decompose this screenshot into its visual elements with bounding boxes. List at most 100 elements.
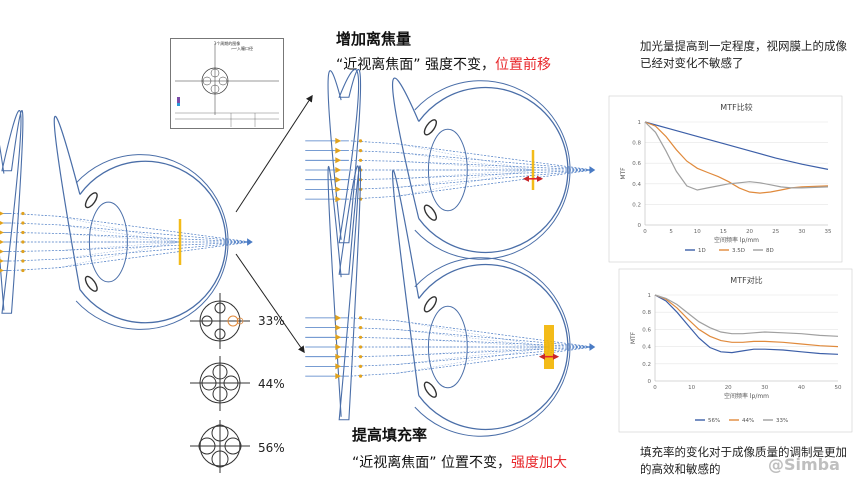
iris-bottom	[84, 275, 98, 292]
y-tick-label: 0.6	[642, 327, 651, 333]
pct-44: 44%	[258, 377, 285, 391]
ray-mid	[13, 213, 60, 217]
ray-mid	[350, 195, 398, 200]
x-axis-label: 空间频率 lp/mm	[714, 236, 759, 244]
iris-top	[423, 296, 438, 313]
ray-mid	[13, 250, 60, 252]
ray-arrowhead	[0, 268, 4, 273]
eye-left	[0, 109, 253, 330]
ray-defocus	[58, 233, 181, 243]
y-tick-label: 0	[638, 223, 642, 229]
inset-drawing	[175, 45, 279, 127]
ray-defocus	[397, 143, 534, 171]
lenslet-dot	[358, 149, 363, 153]
watermark: @Simba	[768, 455, 840, 474]
lenslet-dot	[21, 259, 25, 263]
y-tick-label: 0.8	[632, 141, 641, 147]
ray-mid	[350, 150, 398, 153]
x-tick-label: 30	[798, 229, 805, 235]
defocus-plane	[544, 325, 554, 369]
lenslet-dot	[21, 211, 25, 216]
ray-arrowhead	[335, 373, 342, 380]
eye-globe	[418, 263, 569, 431]
ray-mid	[13, 232, 60, 234]
y-tick-label: 0.4	[632, 182, 641, 188]
lens-design-inset: 3个周期的图像 入瞳口径	[170, 38, 284, 129]
defocus-plane	[531, 150, 535, 190]
pct-33: 33%	[258, 314, 285, 328]
ray-defocus	[397, 338, 550, 348]
lens-pattern-44	[190, 356, 250, 411]
eye-bottom	[305, 165, 596, 437]
ray-out	[397, 152, 594, 171]
iris-bottom	[423, 381, 438, 398]
lenslet-dot	[21, 268, 25, 273]
ray-arrowhead	[335, 157, 342, 164]
ray-defocus	[58, 241, 181, 268]
ray-arrowhead	[0, 230, 4, 235]
ray-mid	[350, 372, 398, 377]
lens-pattern-33	[190, 293, 250, 349]
lenslet-dot	[21, 221, 25, 225]
series-line-1D	[644, 121, 829, 170]
lenslet-dot	[21, 240, 25, 244]
y-tick-label: 0.6	[632, 161, 641, 167]
cornea	[391, 169, 420, 396]
ray-arrowhead	[335, 147, 342, 154]
ray-defocus	[58, 241, 181, 251]
x-tick-label: 20	[746, 229, 753, 235]
lens-pattern-56	[190, 420, 250, 473]
ray-defocus	[397, 320, 550, 348]
x-tick-label: 15	[720, 229, 727, 235]
ray-defocus	[397, 169, 534, 188]
spectacle-lens-back	[327, 165, 342, 417]
ray-out	[397, 320, 594, 348]
ray-out	[58, 233, 251, 243]
legend-label: 3.5D	[732, 248, 745, 254]
ray-out	[58, 216, 251, 243]
y-axis-label: MTF	[630, 331, 637, 344]
ray-out	[397, 143, 594, 171]
spectacle-lens	[1, 109, 24, 314]
x-tick-label: 20	[725, 385, 732, 391]
ray-mid	[13, 258, 60, 262]
ray-arrowhead	[335, 324, 342, 331]
ray-arrowhead	[0, 249, 4, 254]
bottom-description: “近视离焦面” 位置不变，强度加大	[352, 452, 567, 472]
chart-title: MTF对比	[730, 275, 762, 285]
lenslet-dot	[358, 335, 363, 339]
ray-arrowhead	[335, 334, 342, 341]
x-tick-label: 25	[772, 229, 779, 235]
ray-arrowhead	[335, 186, 342, 193]
ray-defocus	[58, 216, 181, 243]
lenslet-dot	[358, 364, 363, 368]
eye-globe	[418, 86, 569, 254]
y-tick-label: 1	[638, 120, 642, 126]
y-tick-label: 0	[648, 379, 652, 385]
ray-arrowhead	[0, 258, 4, 264]
ray-mid	[13, 222, 60, 226]
inset-label: 入瞳口径	[237, 46, 253, 51]
ray-arrowhead	[335, 176, 342, 183]
ray-arrowhead	[0, 211, 4, 216]
ray-out	[58, 241, 251, 251]
top-description: “近视离焦面” 强度不变，位置前移	[336, 54, 551, 74]
eye-globe	[79, 160, 227, 324]
y-tick-label: 0.2	[642, 362, 651, 368]
y-tick-label: 0.2	[632, 202, 641, 208]
ray-mid	[350, 355, 398, 358]
bottom-heading: 提高填充率	[352, 426, 428, 444]
ray-out	[397, 169, 594, 180]
iris-top	[423, 119, 438, 136]
ray-defocus	[397, 169, 534, 197]
ray-mid	[350, 364, 398, 367]
ray-out	[397, 160, 594, 171]
lenslet-dot	[358, 345, 363, 349]
ray-arrowhead	[0, 220, 4, 226]
arrow-to-bottom	[235, 253, 305, 354]
ray-arrowhead	[335, 196, 342, 203]
ray-defocus	[397, 152, 534, 171]
ray-defocus	[58, 241, 181, 260]
legend-label: 33%	[776, 418, 788, 424]
